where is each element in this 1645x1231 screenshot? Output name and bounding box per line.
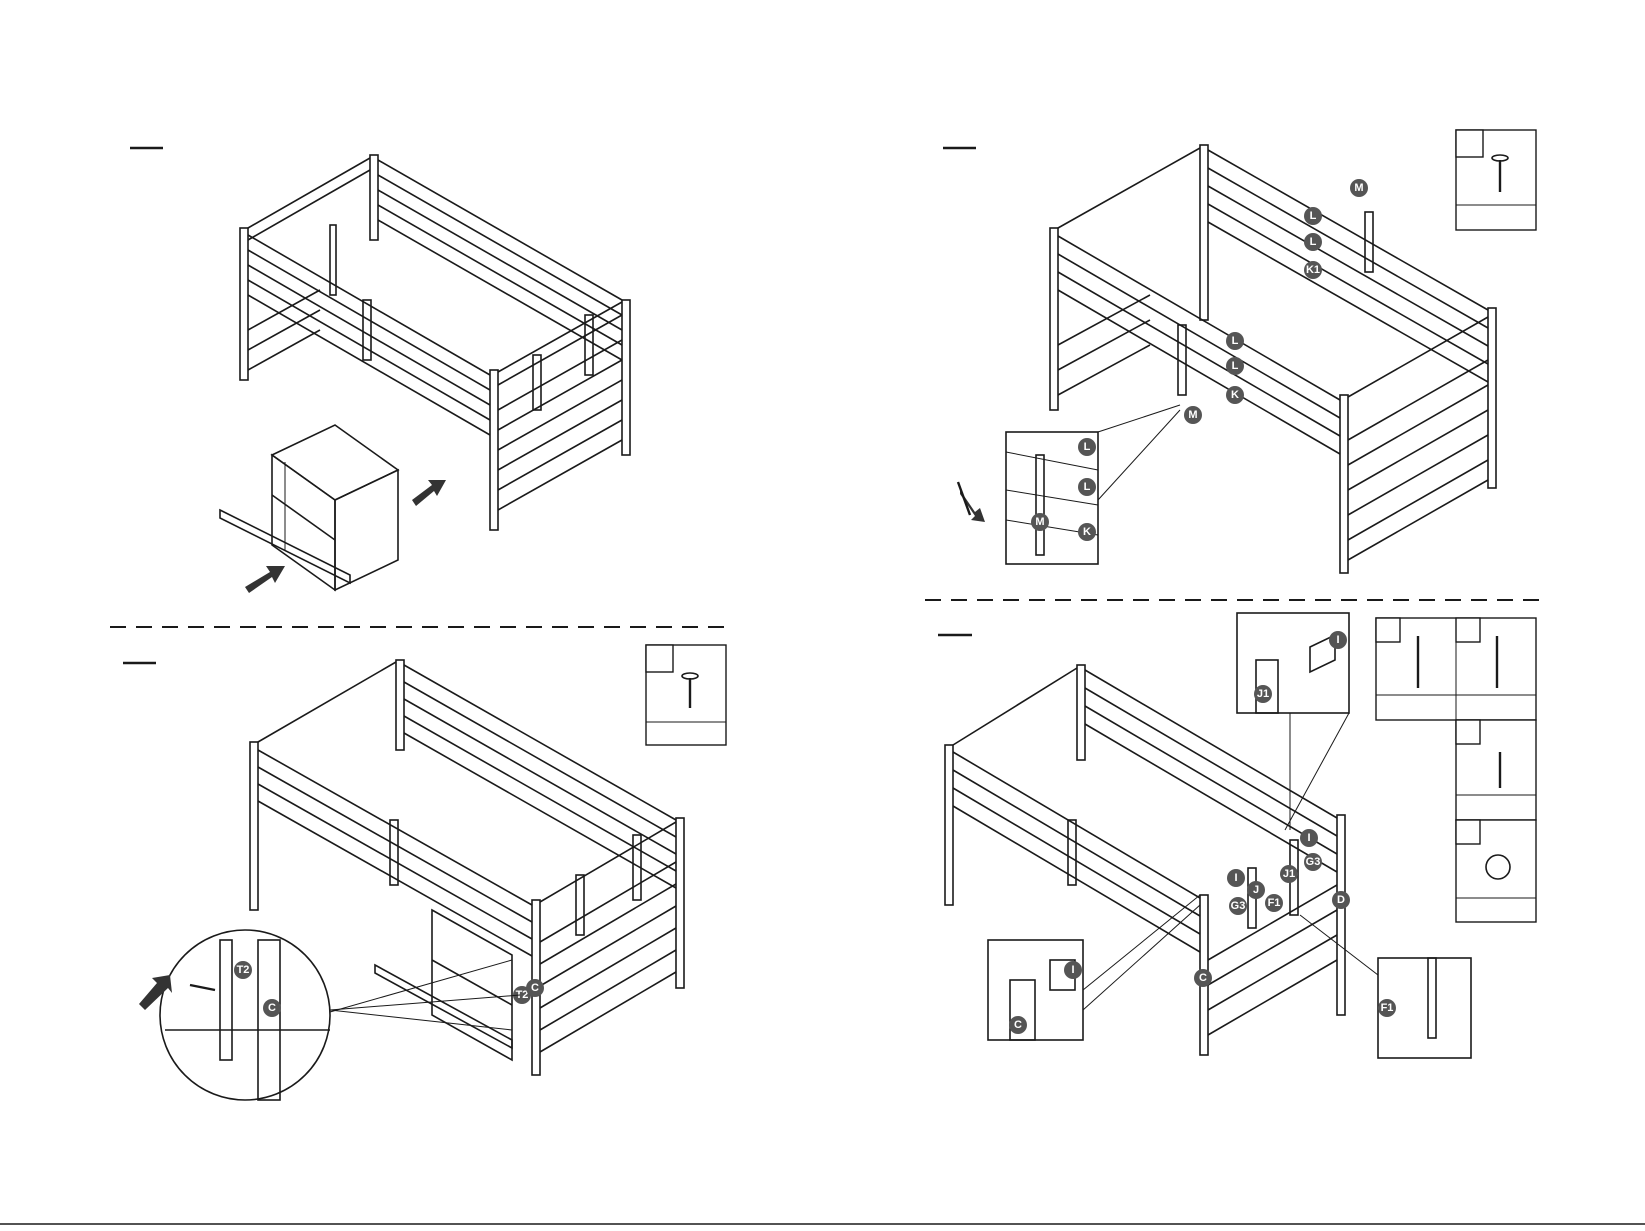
svg-text:L: L [1232, 335, 1239, 347]
tag-m: M [1184, 406, 1202, 424]
tag-c: C [1009, 1016, 1027, 1034]
tag-j1: J1 [1280, 865, 1298, 883]
svg-text:C: C [1199, 972, 1207, 984]
tag-i: I [1329, 631, 1347, 649]
svg-text:M: M [1035, 516, 1044, 528]
svg-text:L: L [1310, 210, 1317, 222]
tag-j: J [1247, 881, 1265, 899]
tag-k1: K1 [1304, 261, 1322, 279]
push-arrow-front [245, 566, 285, 593]
svg-text:M: M [1188, 409, 1197, 421]
step2-bed-frame [250, 660, 684, 1075]
svg-text:I: I [1307, 832, 1310, 844]
svg-text:K1: K1 [1306, 264, 1320, 276]
step4-hardware-grid [1376, 618, 1536, 922]
svg-text:L: L [1084, 441, 1091, 453]
svg-text:J1: J1 [1283, 868, 1295, 880]
step4-zoom-right [1300, 915, 1471, 1058]
tag-j1: J1 [1254, 685, 1272, 703]
svg-text:C: C [531, 982, 539, 994]
step3-bed-frame [1050, 145, 1496, 573]
svg-text:C: C [1014, 1019, 1022, 1031]
svg-text:T2: T2 [237, 964, 250, 976]
svg-text:D: D [1337, 894, 1345, 906]
step4-bed-frame [945, 665, 1345, 1055]
svg-text:F1: F1 [1268, 897, 1281, 909]
svg-text:C: C [268, 1002, 276, 1014]
tag-i: I [1227, 869, 1245, 887]
svg-text:F1: F1 [1381, 1002, 1394, 1014]
tag-i: I [1300, 829, 1318, 847]
tag-d: D [1332, 891, 1350, 909]
svg-text:J: J [1253, 884, 1259, 896]
svg-text:I: I [1234, 872, 1237, 884]
tag-l: L [1304, 233, 1322, 251]
tag-k: K [1226, 386, 1244, 404]
tag-g3: G3 [1229, 897, 1247, 915]
tag-l: L [1226, 332, 1244, 350]
tag-l: L [1078, 478, 1096, 496]
svg-text:K: K [1083, 526, 1091, 538]
tag-l: L [1226, 357, 1244, 375]
svg-text:L: L [1084, 481, 1091, 493]
tag-l: L [1078, 438, 1096, 456]
svg-text:I: I [1336, 634, 1339, 646]
tag-l: L [1304, 207, 1322, 225]
step3-zoom-detail [958, 405, 1180, 564]
svg-text:G3: G3 [1231, 900, 1246, 912]
svg-text:M: M [1354, 182, 1363, 194]
svg-text:G3: G3 [1306, 856, 1321, 868]
svg-text:I: I [1071, 964, 1074, 976]
tag-c: C [1194, 969, 1212, 987]
push-arrow-back [412, 480, 446, 506]
tag-f1: F1 [1378, 999, 1396, 1017]
tag-m: M [1350, 179, 1368, 197]
tag-m: M [1031, 513, 1049, 531]
step3-hardware-box [1456, 130, 1536, 230]
step2-zoom-detail [139, 930, 330, 1100]
tag-c: C [526, 979, 544, 997]
tag-k: K [1078, 523, 1096, 541]
tag-i: I [1064, 961, 1082, 979]
step1-storage-cube [220, 425, 446, 593]
svg-text:L: L [1310, 236, 1317, 248]
tag-c: C [263, 999, 281, 1017]
tag-f1: F1 [1265, 894, 1283, 912]
svg-text:L: L [1232, 360, 1239, 372]
svg-text:K: K [1231, 389, 1239, 401]
tag-g3: G3 [1304, 853, 1322, 871]
tag-t2: T2 [234, 961, 252, 979]
step2-hardware-box [646, 645, 726, 745]
svg-text:J1: J1 [1257, 688, 1269, 700]
